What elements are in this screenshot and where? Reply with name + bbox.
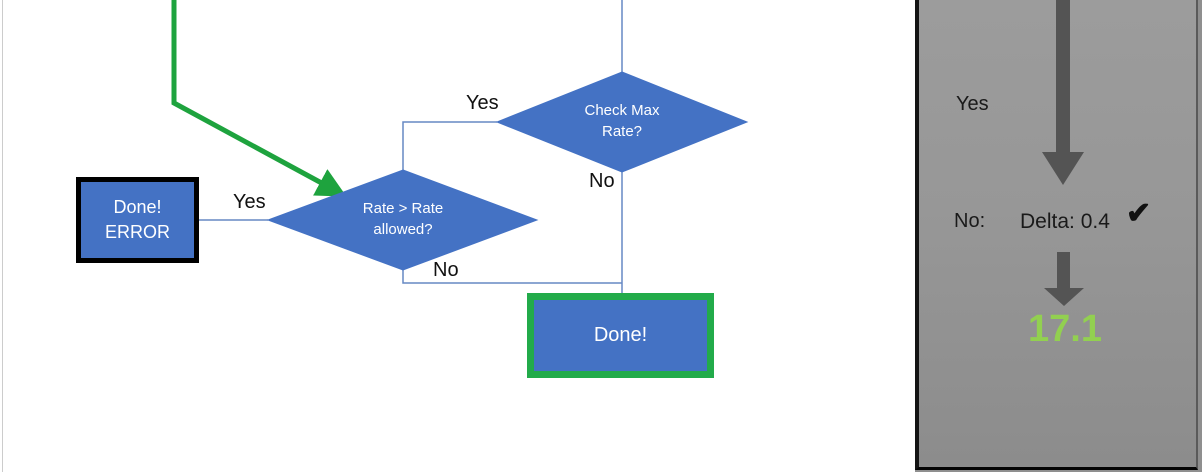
green-path-arrow	[171, 0, 347, 197]
done-box: Done!	[527, 293, 714, 378]
done-box-label: Done!	[593, 324, 648, 346]
rate-allowed-no-label: No	[433, 259, 459, 281]
checkmark-icon: ✔	[1126, 197, 1152, 230]
slide-left-edge	[2, 0, 3, 472]
check-max-yes-label: Yes	[466, 92, 499, 114]
done-error-box-line1: Done!	[113, 197, 162, 217]
decision-check-max-rate	[495, 71, 749, 173]
decision-rate-allowed-label-line2: allowed?	[373, 221, 433, 238]
decision-check-max-label-line1: Check Max	[584, 102, 660, 119]
decision-rate-allowed-label-line1: Rate > Rate	[362, 200, 444, 217]
decision-check-max-label-line2: Rate?	[601, 123, 643, 140]
decision-check-max-label: Check Max Rate?	[542, 100, 702, 142]
down-arrow-head-icon-small	[1044, 288, 1084, 306]
down-arrow-icon	[1056, 0, 1070, 153]
check-max-no-label: No	[589, 170, 615, 192]
rate-allowed-yes-label: Yes	[233, 191, 266, 213]
done-error-box-line2: ERROR	[104, 222, 170, 242]
connector-check-max-yes	[402, 121, 497, 170]
done-error-box: Done! ERROR	[76, 177, 199, 263]
panel-yes-label: Yes	[956, 93, 989, 115]
down-arrow-head-icon	[1042, 152, 1084, 185]
decision-rate-allowed	[266, 169, 539, 271]
result-value: 17.1	[1028, 308, 1102, 350]
connector-rate-no	[402, 270, 622, 284]
decision-rate-allowed-label: Rate > Rate allowed?	[323, 198, 483, 240]
panel-delta-value: Delta: 0.4	[1020, 210, 1110, 233]
panel-no-label: No:	[954, 210, 986, 232]
down-arrow-icon-small	[1057, 252, 1070, 289]
